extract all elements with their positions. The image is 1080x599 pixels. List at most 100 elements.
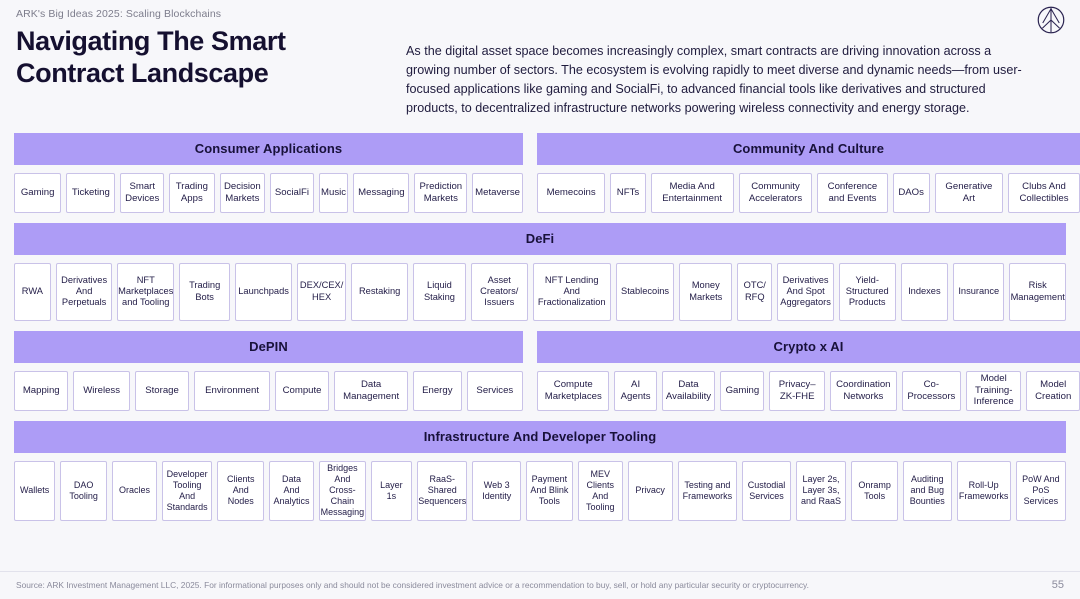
- category-tile[interactable]: Coordination Networks: [829, 370, 897, 411]
- category-tile[interactable]: Liquid Staking: [412, 262, 466, 321]
- category-tile[interactable]: Metaverse: [472, 172, 523, 213]
- category-tile[interactable]: Stablecoins: [615, 262, 675, 321]
- category-tile[interactable]: Music: [318, 172, 349, 213]
- category-tile[interactable]: SocialFi: [270, 172, 314, 213]
- category-tile[interactable]: Messaging: [353, 172, 410, 213]
- page-title-line-2: Contract Landscape: [16, 57, 269, 88]
- category-tile[interactable]: Web 3 Identity: [472, 460, 522, 521]
- category-tile[interactable]: Services: [466, 370, 523, 411]
- category-tile[interactable]: AI Agents: [614, 370, 657, 411]
- section-header-community-and-culture: Community And Culture: [537, 132, 1080, 165]
- category-tile[interactable]: Memecoins: [537, 172, 606, 213]
- category-tile[interactable]: Compute Marketplaces: [537, 370, 610, 411]
- category-tile[interactable]: DAOs: [892, 172, 930, 213]
- category-tile[interactable]: Environment: [194, 370, 270, 411]
- title-block: Navigating The Smart Contract Landscape: [14, 20, 406, 89]
- category-tile[interactable]: Decision Markets: [219, 172, 266, 213]
- category-tile[interactable]: Smart Devices: [120, 172, 165, 213]
- category-tile[interactable]: Generative Art: [934, 172, 1004, 213]
- category-tile[interactable]: Privacy– ZK-FHE: [769, 370, 825, 411]
- category-tile[interactable]: Gaming: [720, 370, 765, 411]
- category-tile[interactable]: Derivatives And Perpetuals: [55, 262, 113, 321]
- band-row-4: Infrastructure And Developer Tooling Wal…: [14, 420, 1067, 521]
- category-tile[interactable]: Restaking: [351, 262, 408, 321]
- category-tile[interactable]: Trading Apps: [169, 172, 215, 213]
- category-tile[interactable]: Data Management: [334, 370, 408, 411]
- category-tile[interactable]: Privacy: [627, 460, 673, 521]
- page-number: 55: [1051, 579, 1064, 591]
- section-header-defi: DeFi: [14, 222, 1066, 255]
- category-tile[interactable]: Asset Creators/ Issuers: [470, 262, 528, 321]
- category-tile[interactable]: OTC/ RFQ: [737, 262, 773, 321]
- category-tile[interactable]: Data And Analytics: [269, 460, 315, 521]
- category-tile[interactable]: PoW And PoS Services: [1015, 460, 1067, 521]
- category-tile[interactable]: Clubs And Collectibles: [1008, 172, 1080, 213]
- category-tile[interactable]: Mapping: [14, 370, 69, 411]
- section-header-crypto-x-ai: Crypto x AI: [537, 330, 1080, 363]
- category-tile[interactable]: NFT Marketplaces and Tooling: [117, 262, 175, 321]
- category-tile[interactable]: Risk Management: [1009, 262, 1066, 321]
- category-tile[interactable]: Community Accelerators: [738, 172, 813, 213]
- section-header-infrastructure: Infrastructure And Developer Tooling: [14, 420, 1066, 453]
- category-tile[interactable]: Energy: [412, 370, 462, 411]
- category-tile[interactable]: DEX/CEX/ HEX: [296, 262, 347, 321]
- category-tile[interactable]: Trading Bots: [179, 262, 231, 321]
- category-tile[interactable]: Wireless: [73, 370, 130, 411]
- category-tile[interactable]: Gaming: [14, 172, 62, 213]
- category-tile[interactable]: Layer 2s, Layer 3s, and RaaS: [795, 460, 847, 521]
- category-tile[interactable]: NFTs: [610, 172, 646, 213]
- category-tile[interactable]: Custodial Services: [742, 460, 791, 521]
- category-tile[interactable]: Testing and Frameworks: [677, 460, 738, 521]
- category-tile[interactable]: Payment And Blink Tools: [526, 460, 573, 521]
- category-tile[interactable]: RaaS-Shared Sequencers: [417, 460, 468, 521]
- category-tile[interactable]: Launchpads: [235, 262, 292, 321]
- category-tile[interactable]: Onramp Tools: [851, 460, 898, 521]
- category-tile[interactable]: Model Creation: [1026, 370, 1080, 411]
- category-tile[interactable]: Model Training-Inference: [965, 370, 1022, 411]
- intro-block: As the digital asset space becomes incre…: [406, 20, 1066, 119]
- category-tile[interactable]: Developer Tooling And Standards: [161, 460, 213, 521]
- category-tile[interactable]: Wallets: [14, 460, 56, 521]
- category-tile[interactable]: Insurance: [953, 262, 1005, 321]
- category-tile[interactable]: Ticketing: [66, 172, 116, 213]
- category-tile[interactable]: MEV Clients And Tooling: [577, 460, 623, 521]
- category-tile[interactable]: Data Availability: [661, 370, 716, 411]
- category-tile[interactable]: Storage: [134, 370, 190, 411]
- category-tile[interactable]: Media And Entertainment: [650, 172, 734, 213]
- category-tile[interactable]: Money Markets: [679, 262, 733, 321]
- category-tile[interactable]: Derivatives And Spot Aggregators: [777, 262, 834, 321]
- category-tile[interactable]: Conference and Events: [817, 172, 888, 213]
- category-tile[interactable]: DAO Tooling: [60, 460, 107, 521]
- category-tile[interactable]: Co-Processors: [901, 370, 961, 411]
- category-tile[interactable]: Roll-Up Frameworks: [956, 460, 1011, 521]
- category-tile[interactable]: Bridges And Cross-Chain Messaging: [319, 460, 366, 521]
- category-tile[interactable]: Auditing and Bug Bounties: [902, 460, 952, 521]
- category-tile[interactable]: NFT Lending And Fractionalization: [532, 262, 611, 321]
- section-header-depin: DePIN: [14, 330, 523, 363]
- category-tile[interactable]: RWA: [14, 262, 51, 321]
- intro-paragraph: As the digital asset space becomes incre…: [406, 44, 1022, 116]
- category-tile[interactable]: Indexes: [900, 262, 949, 321]
- category-tile[interactable]: Oracles: [112, 460, 157, 521]
- category-tile[interactable]: Clients And Nodes: [217, 460, 265, 521]
- section-header-consumer-applications: Consumer Applications: [14, 132, 523, 165]
- category-tile[interactable]: Yield-Structured Products: [838, 262, 896, 321]
- ark-logo-icon: [1037, 6, 1065, 34]
- category-tile[interactable]: Prediction Markets: [414, 172, 468, 213]
- category-tile[interactable]: Layer 1s: [370, 460, 413, 521]
- category-tile[interactable]: Compute: [274, 370, 330, 411]
